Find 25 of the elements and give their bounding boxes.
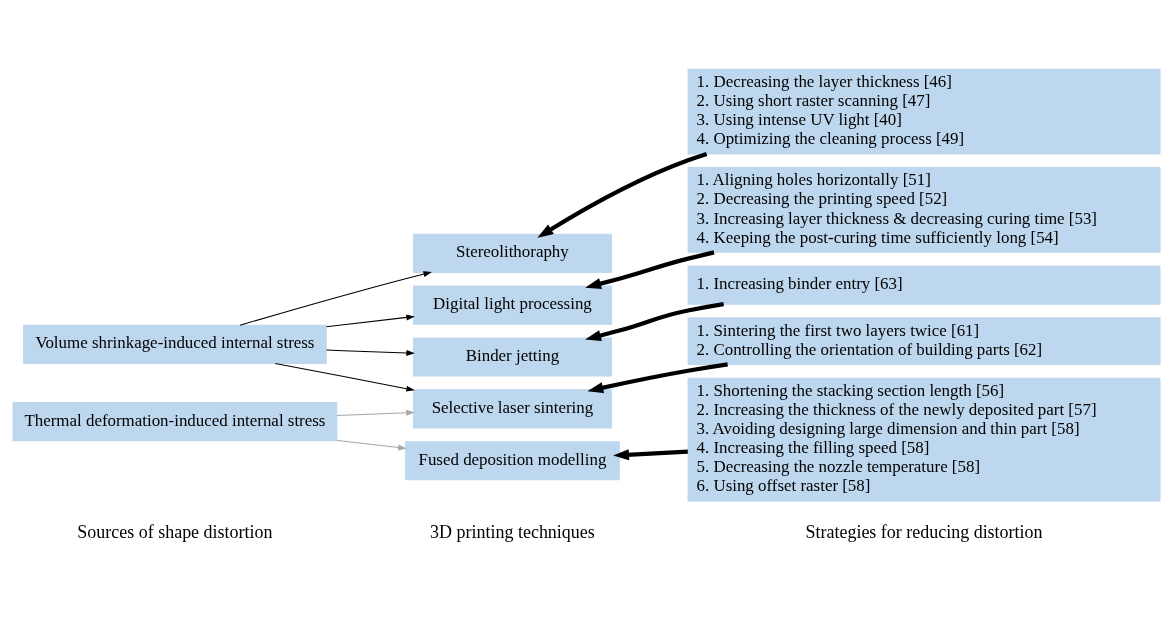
node-box: Stereolithoraphy xyxy=(413,233,612,273)
arrow xyxy=(587,362,728,394)
arrow xyxy=(336,409,415,416)
node-box: Digital light processing xyxy=(413,285,612,325)
node-box: 1. Shortening the stacking section length [56] 2. Increasing the thickness of the newly deposited part [57] 3. Avoiding designing large dimension and thin part [58] 4. Increasing the filling speed [58] 5. Decreasing the nozzle temperature [58] 6. Using offset raster [58] xyxy=(687,377,1161,502)
label: Sources of shape distortion xyxy=(77,522,273,543)
label: Strategies for reducing distortion xyxy=(805,522,1043,543)
arrow xyxy=(325,314,415,328)
node-box: 1. Aligning holes horizontally [51] 2. Decreasing the printing speed [52] 3. Increasing layer thickness & decreasing curing time [53] 4. Keeping the post-curing time sufficiently long [54] xyxy=(687,167,1161,253)
arrow xyxy=(613,449,688,461)
arrow xyxy=(585,302,724,341)
arrow xyxy=(239,271,432,326)
arrow xyxy=(274,362,415,392)
node-box: Volume shrinkage-induced internal stress xyxy=(23,324,327,364)
label: 3D printing techniques xyxy=(430,522,595,543)
node-box: 1. Increasing binder entry [63] xyxy=(687,265,1161,305)
arrow xyxy=(325,349,415,356)
node-box: 1. Decreasing the layer thickness [46] 2. Using short raster scanning [47] 3. Using intense UV light [40] 4. Optimizing the cleaning process [49] xyxy=(687,68,1161,155)
node-box: Binder jetting xyxy=(413,337,612,377)
node-box: 1. Sintering the first two layers twice [61] 2. Controlling the orientation of building parts [62] xyxy=(687,317,1161,365)
node-box: Selective laser sintering xyxy=(413,389,612,429)
arrow xyxy=(336,439,407,451)
node-box: Fused deposition modelling xyxy=(405,441,620,481)
arrow xyxy=(537,151,708,238)
node-box: Thermal deformation-induced internal stress xyxy=(12,402,338,442)
